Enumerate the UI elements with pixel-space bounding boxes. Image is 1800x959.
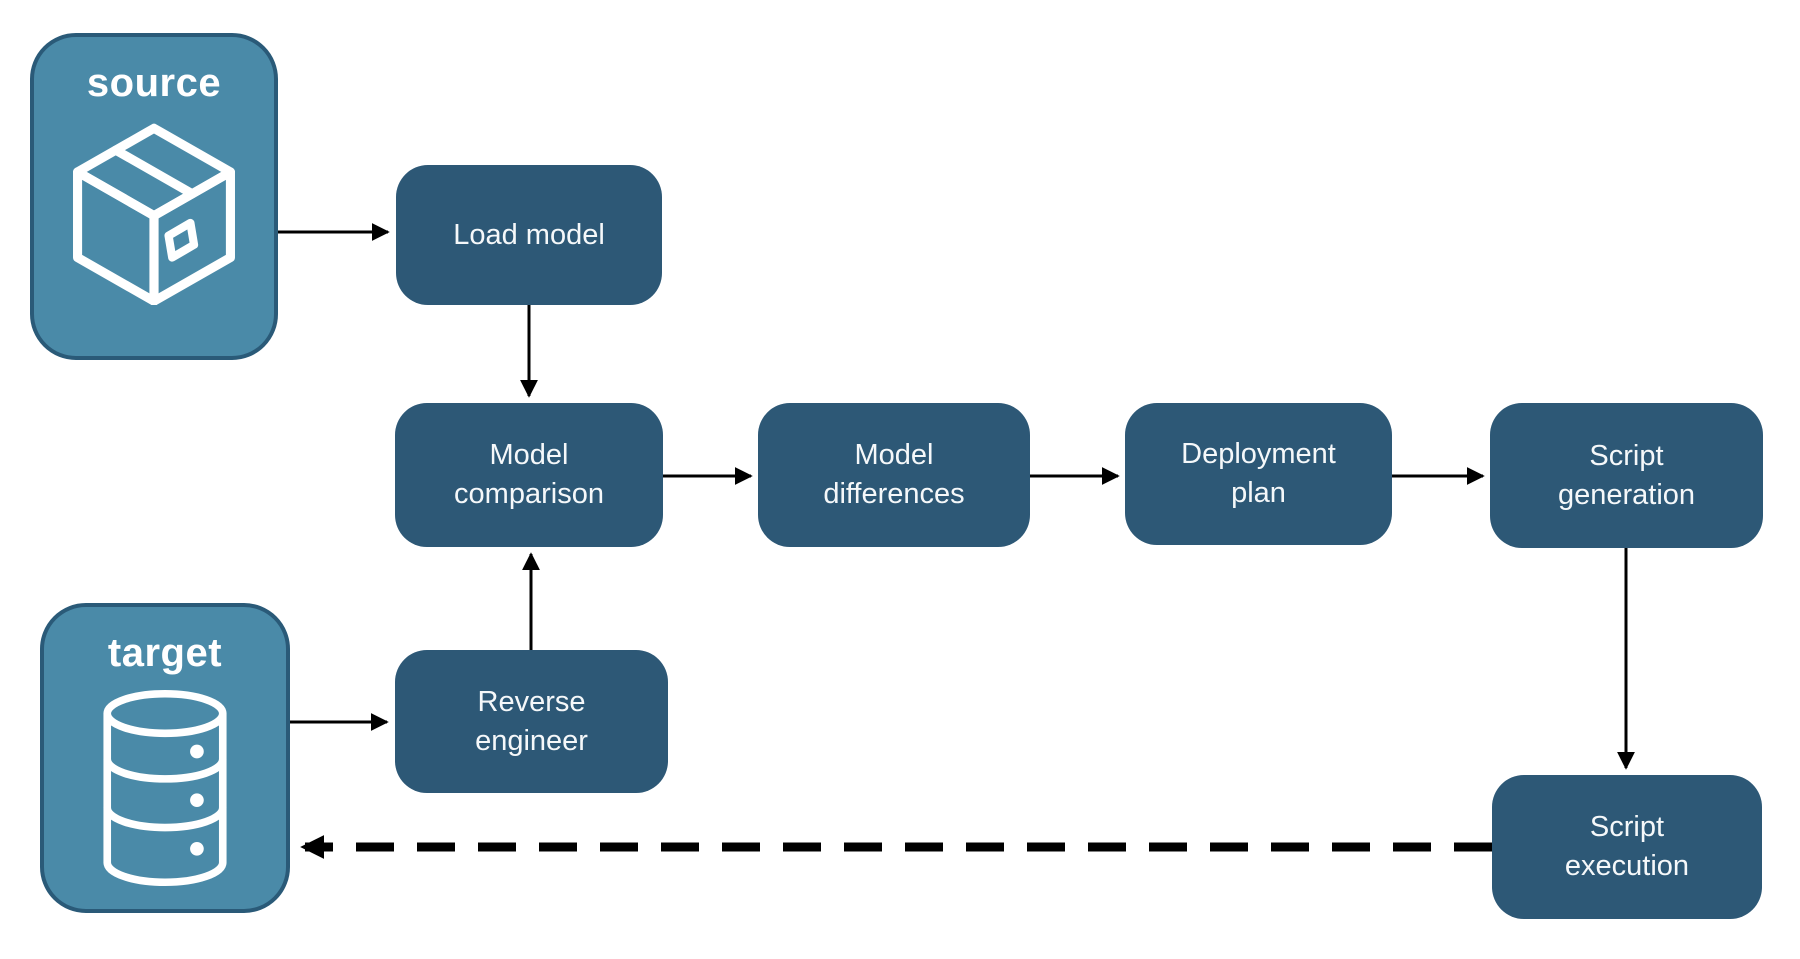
node-load-model: Load model [396,165,662,305]
node-reverse-engineer: Reverse engineer [395,650,668,793]
node-model-comparison: Model comparison [395,403,663,547]
entity-source-label: source [86,61,222,105]
package-icon [73,123,235,305]
entity-target: target [40,603,290,913]
entity-target-label: target [107,631,223,675]
node-model-differences: Model differences [758,403,1030,547]
entity-source: source [30,33,278,360]
node-script-generation: Script generation [1490,403,1763,548]
node-script-execution: Script execution [1492,775,1762,919]
database-icon [103,689,227,887]
node-deployment-plan: Deployment plan [1125,403,1392,545]
